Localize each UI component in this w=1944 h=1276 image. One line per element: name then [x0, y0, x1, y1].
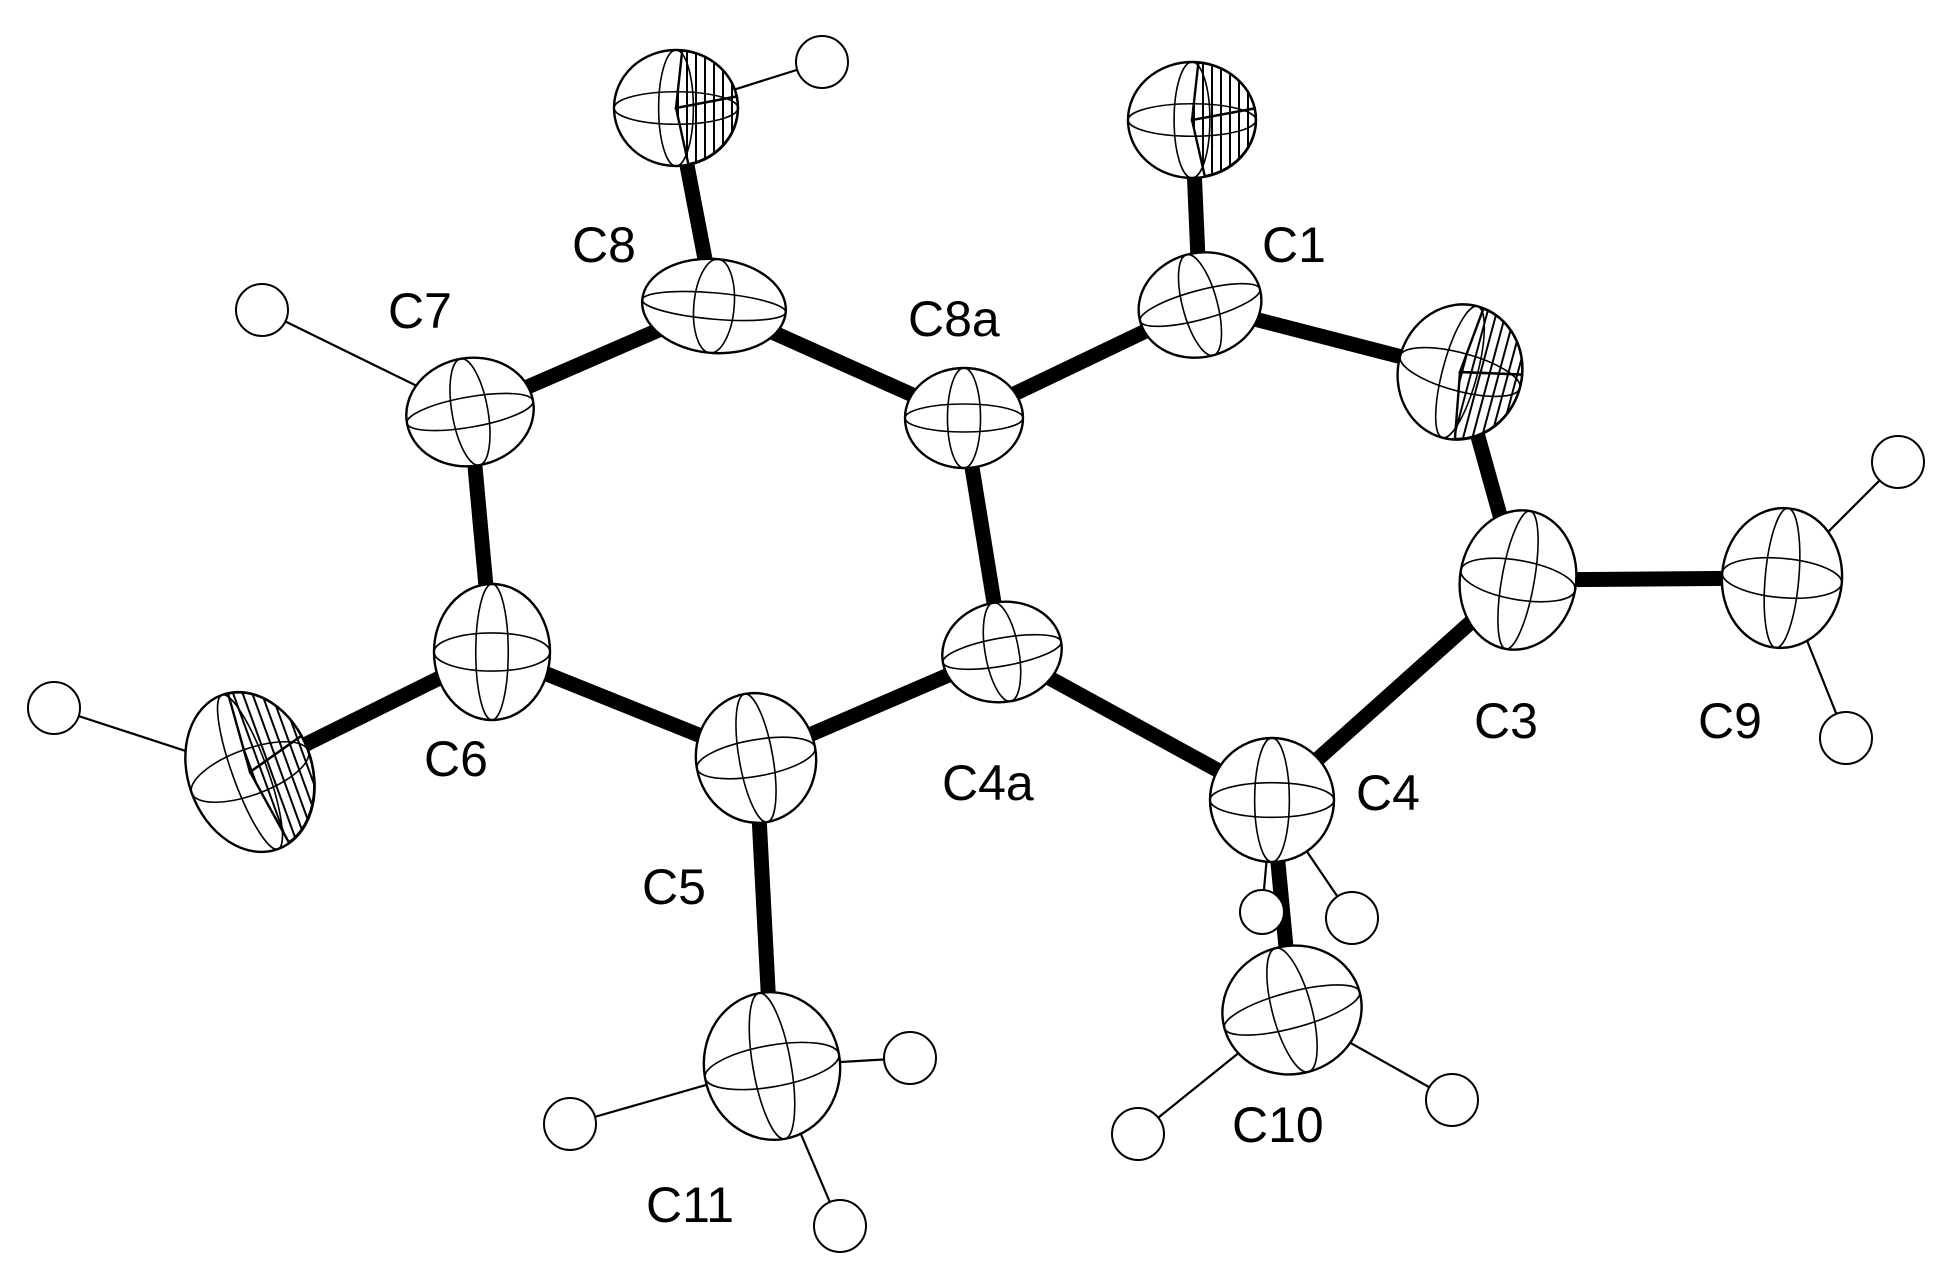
principal-axis [641, 290, 787, 322]
principal-axis [946, 367, 982, 469]
principal-axis [748, 992, 796, 1140]
carbon-atom-c7 [405, 356, 535, 468]
hydrogen-atoms [27, 35, 1925, 1253]
atom-label-c10: C10 [1232, 1097, 1324, 1153]
atom-ellipsoid [1208, 736, 1336, 864]
hydrogen-atom [1819, 711, 1873, 765]
carbon-atom-c1 [1137, 251, 1263, 359]
atom-ellipsoid [1137, 251, 1263, 359]
carbon-atom-c10 [1221, 944, 1363, 1076]
atom-label-c6: C6 [424, 731, 488, 787]
atom-label-c5: C5 [642, 859, 706, 915]
principal-axis [904, 403, 1024, 433]
oxygen-atom-or [1396, 303, 1524, 441]
atom-label-c7: C7 [388, 283, 452, 339]
hydrogen-atom [1325, 891, 1379, 945]
atom-ellipsoid [432, 582, 552, 722]
hydrogen-atom [27, 681, 81, 735]
octant-hatch [226, 691, 304, 774]
octant-hatch [674, 49, 739, 110]
principal-axis [449, 357, 491, 467]
principal-axis [1223, 984, 1361, 1036]
oxygen-atom-o1 [1126, 60, 1258, 180]
principal-axis [942, 633, 1062, 671]
principal-axis [1459, 557, 1577, 603]
principal-axis [433, 632, 551, 672]
atom-label-c4: C4 [1356, 765, 1420, 821]
principal-axis [1763, 507, 1801, 649]
hydrogen-atom [813, 1199, 867, 1253]
carbon-atom-c4 [1208, 736, 1336, 864]
hydrogen-atom [235, 283, 289, 337]
carbon-atom-c8a [903, 366, 1025, 470]
carbon-atom-c3 [1458, 509, 1578, 651]
oxygen-atom-o6 [184, 690, 316, 854]
carbon-atom-c5 [694, 691, 818, 825]
hydrogen-atom [1111, 1107, 1165, 1161]
principal-axis [982, 601, 1022, 703]
principal-axis [1177, 253, 1223, 357]
atom-label-c3: C3 [1474, 693, 1538, 749]
hydrogen-atom [1871, 435, 1925, 489]
octant-hatch [1190, 61, 1257, 122]
atom-labels: C1 C3 C4 C4a C5 C6 C7 C8 C8a C9 C10 C11 [388, 217, 1762, 1233]
octant-hatch [674, 94, 740, 166]
atom-ellipsoid [1720, 506, 1844, 650]
principal-axis [1497, 510, 1539, 650]
principal-axis [735, 693, 777, 823]
octant-hatch [248, 734, 316, 845]
principal-axis [1266, 947, 1318, 1073]
octant-hatch [1458, 307, 1524, 376]
principal-axis [406, 392, 534, 432]
atom-ellipsoid [640, 257, 788, 355]
hydrogen-atom [1425, 1073, 1479, 1127]
atom-label-c8: C8 [572, 217, 636, 273]
carbon-atom-c11 [702, 990, 842, 1142]
carbon-atom-c6 [432, 582, 552, 722]
atom-label-c8a: C8a [908, 291, 1000, 347]
carbon-atom-c9 [1720, 506, 1844, 650]
hydrogen-atom [795, 35, 849, 89]
principal-axis [1139, 282, 1261, 328]
atom-ellipsoid [694, 691, 818, 825]
hydrogen-atom [1239, 889, 1285, 935]
atom-label-c4a: C4a [942, 755, 1034, 811]
oxygen-atom-o8 [612, 48, 740, 168]
principal-axis [1253, 737, 1291, 863]
carbon-atom-c8 [640, 257, 788, 355]
principal-axis [692, 258, 736, 354]
octant-hatch [1190, 107, 1258, 178]
principal-axis [474, 583, 510, 721]
atom-label-c9: C9 [1698, 693, 1762, 749]
principal-axis [696, 736, 816, 780]
atom-ellipsoid [702, 990, 842, 1142]
atom-ellipsoid [1221, 944, 1363, 1076]
atom-ellipsoid [903, 366, 1025, 470]
hydrogen-atom [543, 1097, 597, 1151]
octant-hatch [1453, 370, 1524, 441]
hydrogen-atom [883, 1031, 937, 1085]
principal-axis [1209, 781, 1335, 819]
principal-axis [1721, 556, 1843, 600]
principal-axis [704, 1041, 840, 1091]
atom-label-c11: C11 [646, 1177, 734, 1233]
atom-label-c1: C1 [1262, 217, 1326, 273]
carbon-atom-c4a [941, 600, 1063, 704]
heavy-atoms [184, 48, 1844, 1142]
